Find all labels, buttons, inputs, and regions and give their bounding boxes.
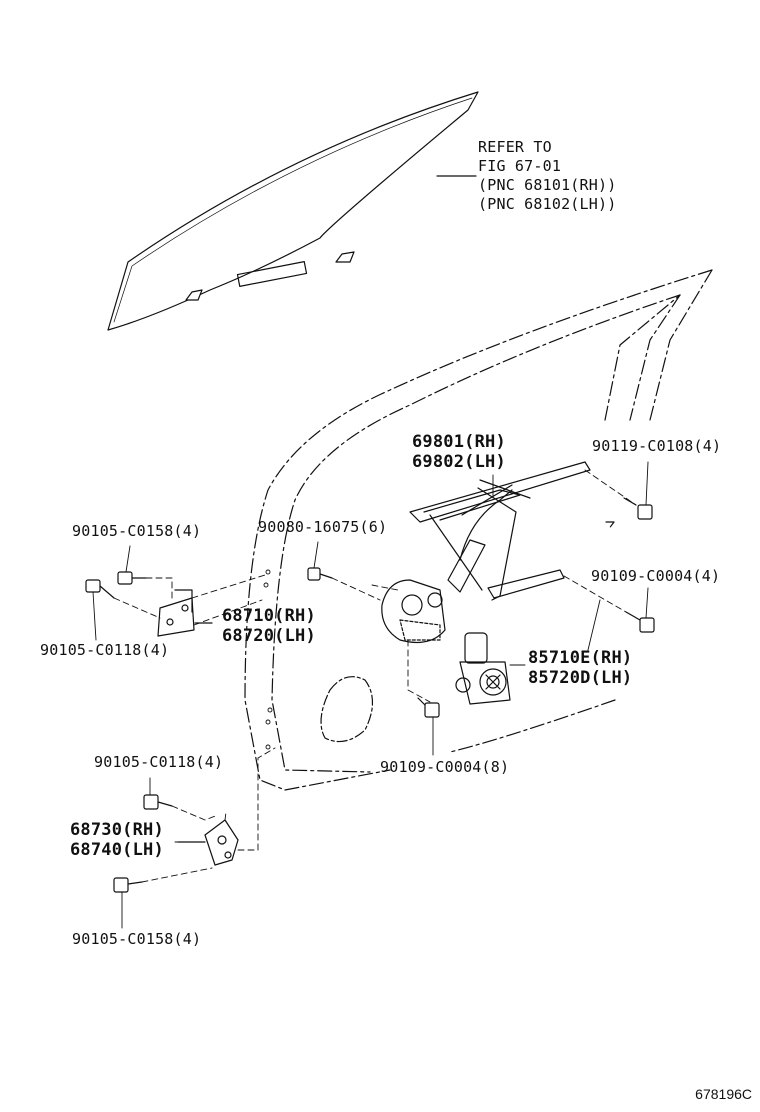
refer-note: REFER TO FIG 67-01 (PNC 68101(RH)) (PNC … bbox=[478, 138, 616, 214]
label-upper-hinge-lh: 68720(LH) bbox=[222, 626, 316, 646]
label-bolt-90119: 90119-C0108(4) bbox=[592, 437, 722, 455]
bolts bbox=[86, 498, 654, 892]
label-lower-hinge-lh: 68740(LH) bbox=[70, 840, 164, 860]
window-regulator bbox=[382, 462, 590, 642]
label-lower-hinge-rh: 68730(RH) bbox=[70, 820, 164, 840]
window-motor bbox=[456, 633, 510, 704]
label-bolt-90105-c0158-top: 90105-C0158(4) bbox=[72, 522, 202, 540]
label-bolt-90105-c0118-top: 90105-C0118(4) bbox=[40, 641, 170, 659]
label-regulator: 69801(RH) 69802(LH) bbox=[412, 432, 506, 472]
label-bolt-90109-c0004-4: 90109-C0004(4) bbox=[591, 567, 721, 585]
label-bolt-90109-c0004-8: 90109-C0004(8) bbox=[380, 758, 510, 776]
label-upper-hinge: 68710(RH) 68720(LH) bbox=[222, 606, 316, 646]
label-lower-hinge: 68730(RH) 68740(LH) bbox=[70, 820, 164, 860]
door-frame-outline bbox=[245, 270, 712, 790]
label-bolt-90080: 90080-16075(6) bbox=[258, 518, 388, 536]
assembly-lines bbox=[114, 470, 636, 882]
label-bolt-90105-c0118-bottom: 90105-C0118(4) bbox=[94, 753, 224, 771]
refer-line-3: (PNC 68101(RH)) bbox=[478, 176, 617, 194]
lower-hinge bbox=[178, 820, 238, 865]
label-regulator-rh: 69801(RH) bbox=[412, 432, 506, 452]
label-motor-lh: 85720D(LH) bbox=[528, 668, 633, 688]
label-motor-rh: 85710E(RH) bbox=[528, 648, 633, 668]
refer-line-2: FIG 67-01 bbox=[478, 157, 562, 175]
refer-line-4: (PNC 68102(LH)) bbox=[478, 195, 617, 213]
door-glass bbox=[108, 92, 478, 330]
figure-code: 678196C bbox=[695, 1086, 752, 1102]
upper-hinge bbox=[158, 590, 212, 636]
leader-lines bbox=[93, 462, 648, 928]
label-bolt-90105-c0158-bottom: 90105-C0158(4) bbox=[72, 930, 202, 948]
label-upper-hinge-rh: 68710(RH) bbox=[222, 606, 316, 626]
label-motor: 85710E(RH) 85720D(LH) bbox=[528, 648, 632, 688]
label-regulator-lh: 69802(LH) bbox=[412, 452, 506, 472]
refer-line-1: REFER TO bbox=[478, 138, 552, 156]
door-holes bbox=[264, 570, 272, 749]
